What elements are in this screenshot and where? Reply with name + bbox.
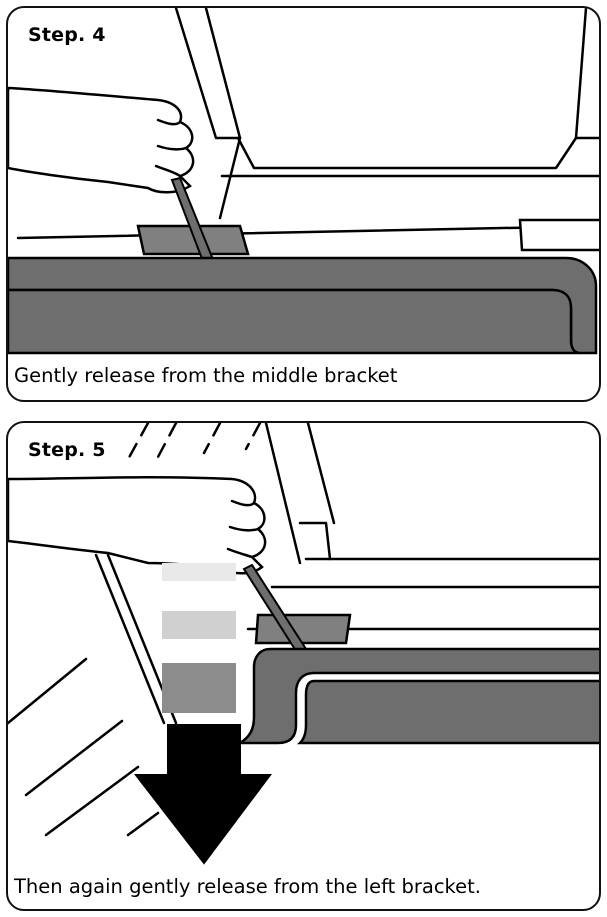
middle-bracket: [136, 224, 250, 256]
motion-fade-block: [162, 663, 236, 713]
step-caption: Then again gently release from the left …: [14, 875, 481, 898]
step-4-illustration: [8, 8, 599, 355]
step-5-illustration: [8, 423, 599, 865]
motion-line: [124, 423, 150, 465]
step-5-panel: Step. 5 Then again gently release from t…: [6, 421, 601, 911]
down-arrow-icon: [133, 724, 272, 865]
frame-right-edge: [574, 8, 588, 140]
hand-finger-line: [156, 118, 182, 126]
motion-fade-block: [162, 563, 236, 581]
door-diagonal: [94, 553, 166, 725]
door-diagonal: [44, 765, 140, 837]
shelf-line-lower: [16, 224, 599, 240]
hand-icon: [8, 475, 267, 575]
step-title: Step. 5: [28, 439, 106, 461]
motion-fade-block: [162, 611, 236, 639]
hand-finger-line: [228, 525, 260, 532]
frame-top-edge: [236, 136, 599, 170]
left-bracket: [254, 613, 352, 645]
motion-line: [244, 423, 262, 451]
door-diagonal: [126, 811, 160, 837]
frame-left-edge: [174, 8, 242, 140]
frame-left-edge: [264, 423, 302, 565]
frame-edge: [306, 423, 336, 525]
hand-finger-line: [156, 144, 188, 151]
rail-outer: [235, 647, 599, 745]
hand-finger-line: [230, 499, 256, 507]
hand-finger-line: [154, 164, 182, 178]
motion-line: [202, 423, 222, 455]
door-diagonal: [24, 719, 124, 797]
hand-icon: [8, 86, 195, 194]
door-diagonal: [8, 657, 88, 725]
frame-small-block: [298, 521, 332, 561]
step-title: Step. 4: [28, 24, 106, 46]
step-4-panel: Step. 4 Gently release from the middle b…: [6, 6, 601, 402]
step-caption: Gently release from the middle bracket: [14, 364, 398, 387]
hand-finger-line: [226, 547, 254, 559]
motion-line: [156, 423, 178, 459]
right-bracket: [518, 218, 599, 252]
rail-lower: [8, 288, 581, 355]
frame-diagonal: [218, 136, 242, 220]
rail-inner: [296, 679, 599, 745]
